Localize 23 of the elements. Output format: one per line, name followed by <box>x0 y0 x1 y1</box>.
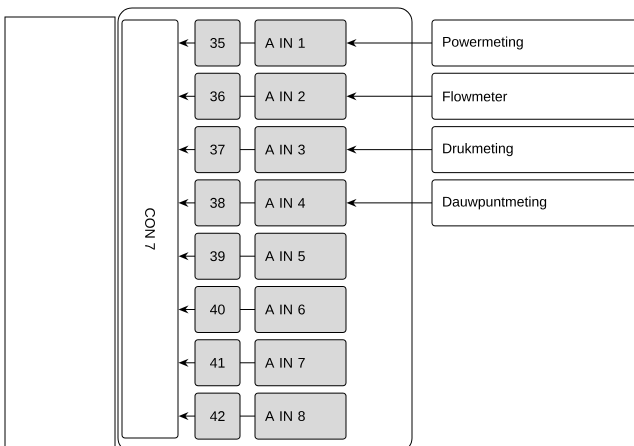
pin-number-box: 40 <box>194 286 240 333</box>
pin-number-box: 37 <box>194 126 240 174</box>
pin-number-box: 35 <box>194 20 240 66</box>
input-box: A IN 3 <box>254 126 346 174</box>
pin-number-box: 41 <box>194 339 240 386</box>
sensor-box: Dauwpuntmeting <box>432 179 634 226</box>
input-box: A IN 5 <box>254 232 346 280</box>
input-box: A IN 4 <box>254 179 346 226</box>
board-outline <box>118 8 412 446</box>
sensor-box: Drukmeting <box>432 126 634 174</box>
input-box: A IN 7 <box>254 339 346 386</box>
pin-number-box: 39 <box>194 232 240 280</box>
pin-number-box: 36 <box>194 72 240 120</box>
input-box: A IN 6 <box>254 286 346 333</box>
frame-box <box>4 16 116 446</box>
input-box: A IN 1 <box>254 20 346 66</box>
connector-box: CON 7 <box>122 20 178 438</box>
sensor-box: Powermeting <box>432 20 634 66</box>
input-box: A IN 2 <box>254 72 346 120</box>
pin-number-box: 38 <box>194 179 240 226</box>
pin-number-box: 42 <box>194 392 240 440</box>
sensor-box: Flowmeter <box>432 72 634 120</box>
input-box: A IN 8 <box>254 392 346 440</box>
